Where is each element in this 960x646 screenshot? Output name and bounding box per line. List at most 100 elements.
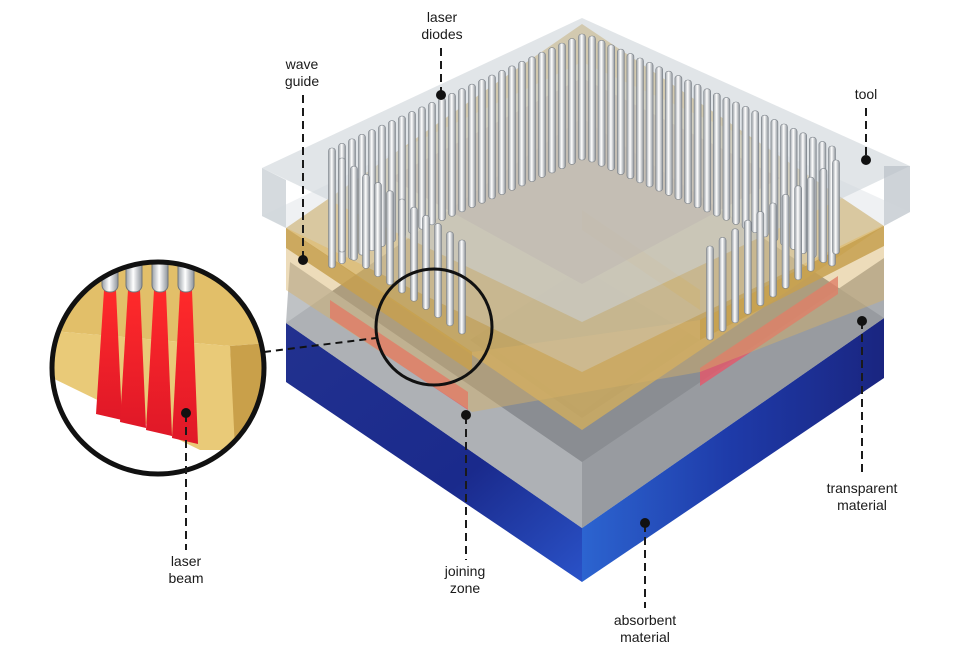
- laser-diode-rod-front-right-1: [718, 237, 727, 332]
- label-absorbent-material: absorbent material: [598, 612, 692, 646]
- laser-diode-rod-back-right-11: [693, 84, 702, 209]
- laser-diode-rod-front-left-10: [458, 239, 466, 335]
- waveguide-front-lip: [286, 226, 884, 412]
- laser-diode-rod-back-left-18: [508, 65, 516, 191]
- label-joining-zone: joining zone: [430, 563, 500, 597]
- laser-diode-rod-back-left-19: [518, 61, 526, 187]
- laser-diode-rod-front-right-6: [781, 194, 790, 289]
- joining-strip-right: [700, 276, 838, 386]
- absorbent-right-face: [582, 318, 884, 582]
- laser-diode-rod-back-right-17: [751, 110, 760, 234]
- laser-diode-rod-front-left-4: [386, 190, 394, 286]
- laser-diode-rod-front-left-9: [446, 231, 454, 327]
- label-laser-beam-line2: beam: [168, 570, 204, 586]
- laser-diode-rod-front-left-2: [362, 174, 370, 269]
- inset-border: [49, 259, 267, 477]
- laser-diode-rod-back-left-15: [478, 79, 486, 204]
- label-absorbent-material-line1: absorbent: [613, 612, 677, 628]
- laser-diode-rod-back-right-3: [616, 48, 625, 175]
- dot-absorbent-material: [640, 518, 650, 528]
- label-joining-zone-line2: zone: [449, 580, 481, 596]
- tool-inner-window: [390, 78, 780, 284]
- dot-joining-zone: [461, 410, 471, 420]
- laser-diode-rod-back-right-10: [684, 79, 692, 204]
- laser-diode-rod-back-right-15: [732, 101, 740, 225]
- label-transparent-material-line2: material: [837, 497, 887, 513]
- laser-diode-rod-front-right-0: [706, 245, 714, 341]
- laser-diode-rod-back-left-9: [418, 106, 426, 230]
- dot-transparent-material: [857, 316, 867, 326]
- laser-diode-rod-back-left-25: [578, 33, 586, 161]
- magnifier-connector-line: [263, 337, 377, 353]
- inset-laser-diode-rod-3: [177, 262, 195, 293]
- dot-laser-diodes: [436, 90, 446, 100]
- laser-diode-rod-back-left-17: [498, 70, 506, 195]
- tool-right-edge: [884, 166, 910, 226]
- transparent-front-right: [582, 258, 884, 528]
- joining-zone-strips: [330, 276, 838, 410]
- label-joining-zone-line1: joining: [444, 563, 486, 579]
- inset-laser-diode-rod-2: [151, 262, 169, 293]
- laser-diode-rod-back-right-7: [655, 66, 664, 192]
- laser-diode-rod-back-left-14: [468, 83, 476, 208]
- laser-diode-rod-front-right-3: [743, 219, 752, 315]
- laser-diode-rod-back-right-8: [664, 70, 673, 196]
- laser-diode-rod-back-right-12: [703, 88, 712, 213]
- laser-diode-rod-back-right-0: [588, 35, 596, 163]
- inset-laser-beam-cone-3: [172, 290, 198, 444]
- laser-diode-rod-front-left-6: [410, 206, 418, 302]
- inset-laser-beam-cone-2: [146, 290, 172, 436]
- dot-wave-guide: [298, 255, 308, 265]
- laser-diode-rod-front-left-5: [398, 198, 406, 294]
- label-transparent-material: transparent material: [812, 480, 912, 514]
- label-laser-beam: laser beam: [158, 553, 214, 587]
- laser-diode-rod-back-left-24: [568, 38, 576, 165]
- laser-diode-rod-back-left-16: [488, 74, 496, 200]
- laser-diode-rod-front-right-8: [806, 176, 815, 272]
- label-wave-guide-line1: wave: [285, 56, 319, 72]
- laser-diode-rod-back-left-13: [458, 88, 466, 213]
- laser-diode-rod-front-left-1: [350, 165, 358, 261]
- laser-diode-rod-back-left-0: [328, 147, 336, 269]
- laser-diode-rod-back-right-16: [741, 106, 750, 229]
- laser-diode-rod-back-right-2: [607, 44, 616, 171]
- label-laser-beam-line1: laser: [170, 553, 202, 569]
- label-wave-guide: wave guide: [272, 56, 332, 90]
- laser-diode-rod-back-left-10: [428, 102, 436, 226]
- laser-diode-rod-back-left-23: [558, 42, 566, 169]
- laser-diode-rod-back-right-6: [645, 62, 654, 188]
- laser-diode-rod-back-right-1: [597, 40, 606, 167]
- laser-diode-rod-back-right-9: [674, 75, 683, 200]
- inset-laser-beam-cone-1: [120, 290, 146, 428]
- leader-lines: [185, 48, 867, 608]
- laser-diode-rod-front-right-5: [769, 202, 777, 298]
- label-wave-guide-line2: guide: [284, 73, 320, 89]
- laser-diode-rod-front-right-2: [731, 228, 740, 324]
- joining-strip-left: [330, 300, 468, 410]
- inset-laser-diode-rod-1: [125, 262, 143, 293]
- label-laser-diodes-line2: diodes: [421, 26, 463, 42]
- label-absorbent-material-line2: material: [620, 629, 670, 645]
- laser-diode-rod-back-right-13: [712, 92, 721, 217]
- absorbent-left-face: [286, 323, 582, 582]
- laser-diode-rods: [328, 33, 840, 341]
- laser-diode-rod-back-left-20: [528, 56, 536, 182]
- label-tool-line1: tool: [854, 86, 878, 102]
- label-laser-diodes: laser diodes: [412, 9, 472, 43]
- magnified-inset: [49, 259, 267, 477]
- laser-diode-rod-front-left-0: [338, 157, 346, 253]
- inset-laser-beam-cone-0: [96, 290, 122, 420]
- callout-dots: [181, 90, 871, 528]
- laser-diode-rod-front-right-10: [832, 159, 840, 255]
- tool-left-edge: [262, 168, 286, 228]
- laser-diode-rod-back-left-11: [438, 97, 446, 221]
- laser-diode-rod-back-left-21: [538, 51, 546, 178]
- laser-diode-rod-front-left-7: [422, 215, 430, 310]
- laser-diode-rod-back-right-5: [636, 57, 644, 184]
- laser-diode-rod-back-right-14: [722, 97, 731, 221]
- laser-diode-rod-back-right-4: [626, 53, 635, 179]
- laser-diode-rod-back-right-18: [760, 114, 769, 238]
- absorbent-layer: [286, 318, 884, 582]
- magnifier-small-circle: [374, 267, 494, 387]
